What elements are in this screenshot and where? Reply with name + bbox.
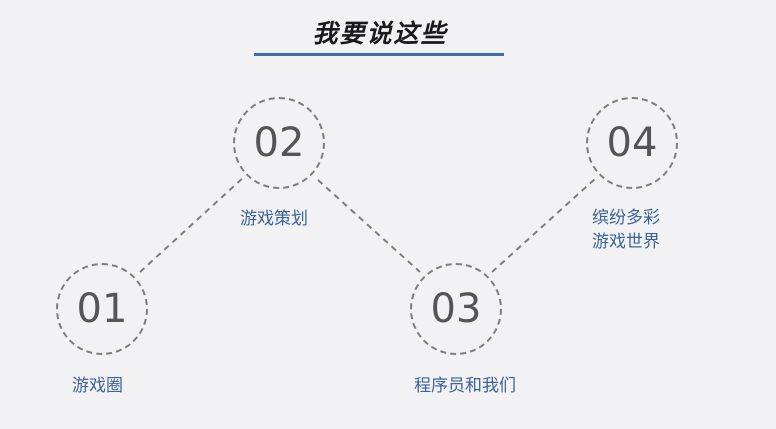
connector-03-04 [491, 177, 597, 273]
connector-01-02 [139, 175, 246, 273]
connector-02-03 [317, 179, 421, 273]
node-03-circle: 03 [410, 263, 502, 355]
slide-title: 我要说这些 [312, 19, 448, 48]
node-04-label-line-2: 游戏世界 [592, 232, 660, 252]
title-underline [254, 53, 504, 56]
node-01-label: 游戏圈 [72, 376, 123, 396]
node-01-circle: 01 [56, 263, 148, 355]
node-03-label: 程序员和我们 [414, 376, 516, 396]
node-02-circle: 02 [233, 97, 325, 189]
node-02-label: 游戏策划 [240, 209, 308, 229]
node-04-label-line-1: 缤纷多彩 [592, 208, 660, 228]
node-04-circle: 04 [586, 97, 678, 189]
node-04-label: 缤纷多彩 游戏世界 [592, 206, 660, 254]
